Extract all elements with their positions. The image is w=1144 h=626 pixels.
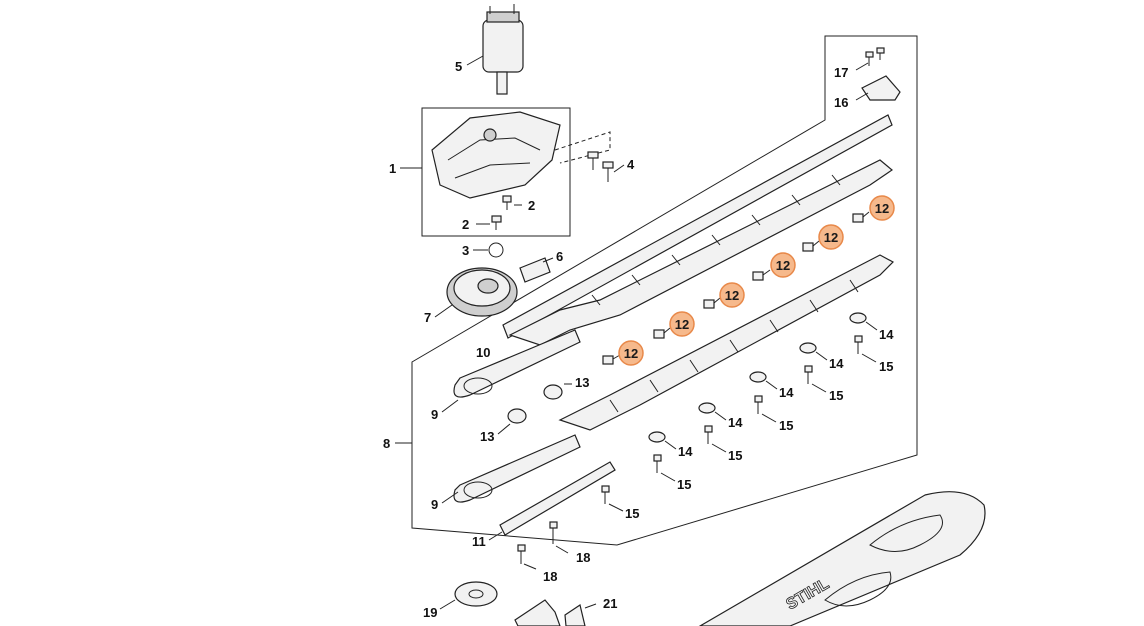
callout-13a[interactable]: 13 bbox=[575, 375, 589, 390]
dashed-link bbox=[554, 131, 611, 164]
spacer-part-13b bbox=[507, 408, 527, 424]
drive-link-part-9b bbox=[453, 434, 581, 503]
callout-12d[interactable]: 12 bbox=[776, 258, 790, 273]
callout-18b[interactable]: 18 bbox=[576, 550, 590, 565]
callout-19[interactable]: 19 bbox=[423, 605, 437, 620]
bar-part-11 bbox=[499, 461, 616, 536]
callout-12c[interactable]: 12 bbox=[725, 288, 739, 303]
callout-2a[interactable]: 2 bbox=[528, 198, 535, 213]
callout-8[interactable]: 8 bbox=[383, 436, 390, 451]
callout-12b[interactable]: 12 bbox=[675, 317, 689, 332]
callout-11[interactable]: 11 bbox=[472, 534, 486, 549]
screw-part-4a bbox=[587, 151, 599, 170]
screw-part-2b bbox=[491, 215, 502, 230]
callout-13b[interactable]: 13 bbox=[480, 429, 494, 444]
callout-5[interactable]: 5 bbox=[455, 59, 462, 74]
callout-9a[interactable]: 9 bbox=[431, 407, 438, 422]
callout-14e[interactable]: 14 bbox=[678, 444, 693, 459]
callout-7[interactable]: 7 bbox=[424, 310, 431, 325]
callout-9b[interactable]: 9 bbox=[431, 497, 438, 512]
callout-4[interactable]: 4 bbox=[627, 157, 635, 172]
callout-17[interactable]: 17 bbox=[834, 65, 848, 80]
label-part-6 bbox=[519, 257, 551, 283]
callout-15a[interactable]: 15 bbox=[879, 359, 893, 374]
callout-14a[interactable]: 14 bbox=[879, 327, 894, 342]
assembly-frame-1 bbox=[421, 107, 571, 237]
bracket-part-21b bbox=[564, 604, 586, 626]
callout-1[interactable]: 1 bbox=[389, 161, 396, 176]
screws-part-18 bbox=[517, 521, 558, 564]
screw-part-4b bbox=[602, 161, 614, 182]
callout-14c[interactable]: 14 bbox=[779, 385, 794, 400]
screws-part-15 bbox=[601, 335, 863, 504]
callout-14b[interactable]: 14 bbox=[829, 356, 844, 371]
callout-16[interactable]: 16 bbox=[834, 95, 848, 110]
callout-15c[interactable]: 15 bbox=[779, 418, 793, 433]
callout-12e[interactable]: 12 bbox=[824, 230, 838, 245]
callout-12a[interactable]: 12 bbox=[624, 346, 638, 361]
drive-link-part-9a bbox=[453, 329, 581, 398]
spacer-part-13a bbox=[543, 384, 563, 400]
callout-15e[interactable]: 15 bbox=[677, 477, 691, 492]
callout-21[interactable]: 21 bbox=[603, 596, 617, 611]
assembly-frame-8 bbox=[411, 35, 918, 546]
gear-wheel-part-7 bbox=[446, 267, 518, 317]
callout-18a[interactable]: 18 bbox=[543, 569, 557, 584]
motor-part-5 bbox=[482, 4, 524, 95]
circlip-part-3 bbox=[488, 242, 504, 258]
callout-3[interactable]: 3 bbox=[462, 243, 469, 258]
blade-lower bbox=[558, 254, 894, 431]
callout-12f[interactable]: 12 bbox=[875, 201, 889, 216]
highlight-callouts-12 bbox=[618, 195, 895, 366]
callout-15b[interactable]: 15 bbox=[829, 388, 843, 403]
callout-15f[interactable]: 15 bbox=[625, 506, 639, 521]
callout-labels: 5 1 2 2 3 4 6 7 8 9 9 10 11 13 13 16 17 … bbox=[383, 59, 894, 620]
bracket-part-21 bbox=[514, 599, 561, 626]
blade-upper-teeth bbox=[591, 174, 841, 306]
clamp-part-16 bbox=[861, 75, 901, 101]
blade-guard: STIHL bbox=[698, 491, 986, 626]
callout-2b[interactable]: 2 bbox=[462, 217, 469, 232]
blade-lower-teeth bbox=[609, 279, 859, 413]
callout-14d[interactable]: 14 bbox=[728, 415, 743, 430]
blade-upper bbox=[508, 159, 893, 346]
guide-bar-part-10 bbox=[502, 114, 893, 339]
leader-lines bbox=[395, 55, 878, 610]
washers-part-14 bbox=[648, 312, 867, 443]
screw-part-2a bbox=[502, 195, 512, 210]
screws-part-17 bbox=[865, 47, 885, 66]
gear-housing-part-1 bbox=[431, 111, 561, 199]
callout-6[interactable]: 6 bbox=[556, 249, 563, 264]
washer-part-19 bbox=[454, 581, 498, 607]
spacers-part-12 bbox=[602, 213, 864, 365]
callout-10[interactable]: 10 bbox=[476, 345, 490, 360]
callout-15d[interactable]: 15 bbox=[728, 448, 742, 463]
